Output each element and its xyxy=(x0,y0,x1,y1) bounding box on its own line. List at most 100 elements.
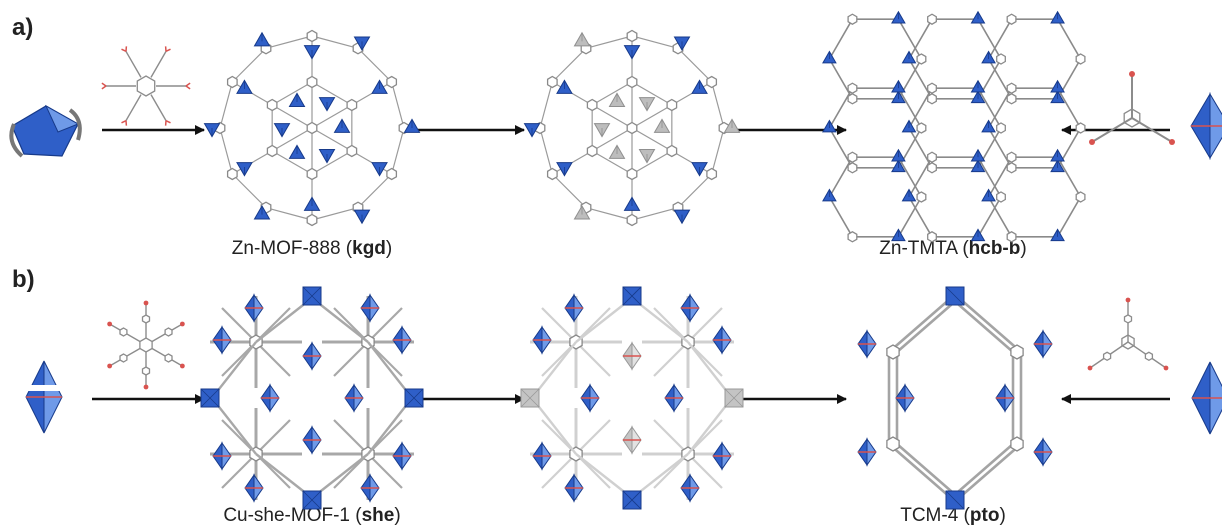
carboxylate-o xyxy=(143,384,149,390)
benzene-ring xyxy=(1075,53,1086,65)
benzene-ring xyxy=(706,167,718,181)
benzene-ring xyxy=(916,191,927,203)
carboxylate-o xyxy=(1087,365,1093,371)
benzene-ring xyxy=(1006,82,1017,94)
panel-a-label: a) xyxy=(12,14,34,41)
carboxylate-o xyxy=(107,363,113,369)
benzene-ring xyxy=(546,167,558,181)
benzene-ring xyxy=(306,213,318,227)
linker-bond xyxy=(311,127,353,152)
linker-bond xyxy=(958,443,1022,499)
linker-bond xyxy=(828,87,854,129)
carboxylate-o xyxy=(165,48,171,53)
benzene-ring xyxy=(927,151,937,163)
benzene-ring xyxy=(226,75,238,89)
linker-bond xyxy=(591,150,633,175)
linker-bond xyxy=(897,18,923,60)
linker-bond xyxy=(219,127,233,175)
caption-prefix: Cu-she-MOF-1 ( xyxy=(223,505,362,526)
benzene-ring xyxy=(226,167,238,181)
linker-bond xyxy=(357,173,393,209)
benzene-ring xyxy=(306,167,318,181)
node-edge xyxy=(945,286,965,306)
caption-tcm-4: TCM-4 (pto) xyxy=(900,505,1006,527)
linker-bond xyxy=(1056,87,1082,129)
linker-bond xyxy=(987,18,1013,60)
carboxylate-arm xyxy=(9,108,82,158)
benzene-ring xyxy=(306,75,318,89)
benzene-ring xyxy=(847,162,858,174)
zn-mof-888-structure xyxy=(203,29,421,227)
linker-bond xyxy=(219,81,233,129)
benzene-ring xyxy=(1006,162,1017,174)
benzene-ring xyxy=(626,75,638,89)
linker-bond xyxy=(125,94,142,121)
benzene-ring xyxy=(886,344,900,360)
topology-kgd: kgd xyxy=(352,238,386,259)
benzene-ring xyxy=(1075,122,1086,134)
topology-hcb-b: hcb-b xyxy=(968,238,1021,259)
benzene-ring xyxy=(266,98,278,112)
linker-bond xyxy=(311,81,353,106)
caption-suffix: ) xyxy=(1020,238,1027,259)
benzene-ring xyxy=(386,167,398,181)
tritopic-ligand-icon-b xyxy=(1087,297,1169,371)
linker-bond xyxy=(1056,196,1082,238)
benzene-ring xyxy=(119,353,128,363)
octahedral-node-icon-b xyxy=(25,360,63,434)
benzene-ring xyxy=(586,144,598,158)
linker-bond xyxy=(551,173,587,209)
octahedral-node-icon-b-right xyxy=(1191,361,1222,435)
carboxylate-o xyxy=(143,300,149,306)
benzene-ring xyxy=(626,213,638,227)
benzene-ring xyxy=(1010,344,1024,360)
linker-bond xyxy=(1091,117,1133,143)
benzene-ring xyxy=(136,75,156,97)
carboxylate-o xyxy=(179,321,185,327)
linker-bond xyxy=(711,127,725,175)
benzene-ring xyxy=(346,144,358,158)
carboxylate-o xyxy=(1125,297,1131,303)
carboxylate-o xyxy=(1089,139,1095,145)
benzene-ring xyxy=(266,144,278,158)
benzene-ring xyxy=(1010,436,1024,452)
benzene-ring xyxy=(626,29,638,43)
linker-bond xyxy=(908,127,933,169)
node-face xyxy=(11,105,79,157)
linker-bond xyxy=(125,51,142,78)
carboxylate-o xyxy=(101,85,107,90)
benzene-ring xyxy=(666,144,678,158)
linker-bond xyxy=(677,47,713,83)
benzene-ring xyxy=(927,93,937,105)
linker-bond xyxy=(908,196,933,238)
zn-tmta-structure xyxy=(822,10,1086,243)
benzene-ring xyxy=(164,327,173,337)
linker-bond xyxy=(265,35,313,49)
node-edge xyxy=(622,286,642,306)
linker-bond xyxy=(271,81,313,106)
linker-bond xyxy=(231,173,267,209)
benzene-ring xyxy=(546,75,558,89)
carboxylate-o xyxy=(101,82,107,87)
linker-bond xyxy=(828,58,854,100)
linker-bond xyxy=(908,58,933,100)
linker-bond xyxy=(896,297,960,353)
benzene-ring xyxy=(847,151,858,163)
carboxylate-o xyxy=(107,321,113,327)
benzene-ring xyxy=(386,75,398,89)
linker-bond xyxy=(987,127,1013,169)
linker-bond xyxy=(711,81,725,129)
linker-bond xyxy=(828,127,854,169)
benzene-ring xyxy=(141,366,151,376)
linker-bond xyxy=(977,156,1002,198)
benzene-ring xyxy=(996,53,1006,65)
caption-cu-she-mof-1: Cu-she-MOF-1 (she) xyxy=(223,505,400,527)
linker-bond xyxy=(987,87,1013,129)
linker-bond xyxy=(950,443,1014,499)
benzene-ring xyxy=(1144,351,1154,362)
linker-bond xyxy=(311,207,359,221)
linker-bond xyxy=(987,196,1013,238)
linker-bond xyxy=(391,127,405,175)
node-edge xyxy=(302,490,322,510)
